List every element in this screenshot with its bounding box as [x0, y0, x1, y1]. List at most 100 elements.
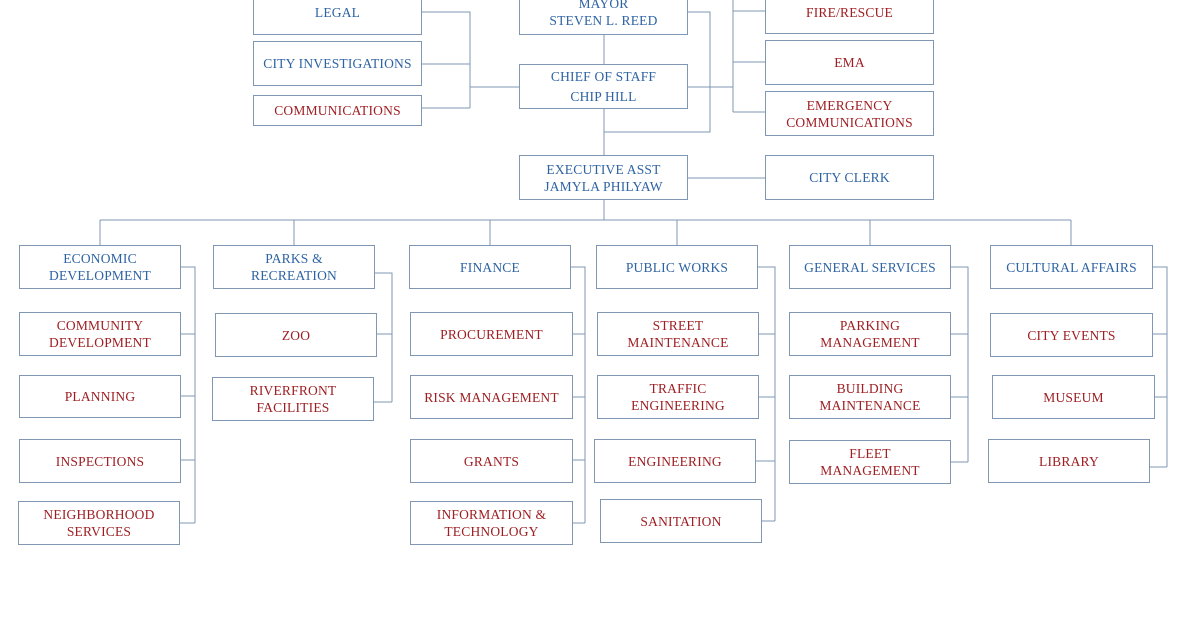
label-line: GRANTS: [463, 453, 520, 469]
box-community-development: COMMUNITY DEVELOPMENT: [19, 312, 181, 356]
box-chief-of-staff: CHIEF OF STAFF CHIP HILL: [519, 64, 688, 109]
box-cultural-affairs: CULTURAL AFFAIRS: [990, 245, 1153, 289]
label-line: PLANNING: [64, 389, 136, 404]
box-finance: FINANCE: [409, 245, 571, 289]
box-fleet-management: FLEET MANAGEMENT: [789, 440, 951, 484]
label-ema: EMA: [834, 55, 865, 70]
box-city-investigations: CITY INVESTIGATIONS: [253, 41, 422, 86]
label-line: FINANCE: [460, 259, 520, 275]
box-city-clerk: CITY CLERK: [765, 155, 934, 200]
label-line: CITY EVENTS: [1027, 327, 1116, 343]
label-line: RISK MANAGEMENT: [424, 389, 559, 405]
connector-cultural-column: [1150, 266, 1168, 468]
box-public-works: PUBLIC WORKS: [596, 245, 758, 289]
label-city-clerk: CITY CLERK: [809, 170, 890, 185]
label-line: MANAGEMENT: [820, 463, 920, 478]
label-exec-title: EXECUTIVE ASST: [546, 161, 661, 177]
connector-parks-column: [374, 272, 393, 403]
label-line: RECREATION: [251, 268, 337, 283]
label-line: SERVICES: [66, 524, 132, 539]
label-line: TECHNOLOGY: [444, 524, 539, 539]
box-legal: LEGAL: [253, 0, 422, 35]
box-inspections: INSPECTIONS: [19, 439, 181, 483]
box-procurement: PROCUREMENT: [410, 312, 573, 356]
box-engineering: ENGINEERING: [594, 439, 756, 483]
box-general-services: GENERAL SERVICES: [789, 245, 951, 289]
box-zoo: ZOO: [215, 313, 377, 357]
box-executive-asst: EXECUTIVE ASST JAMYLA PHILYAW: [519, 155, 688, 200]
label-exec-name: JAMYLA PHILYAW: [544, 178, 663, 194]
emergency-text: EMERGENCY COMMUNICATIONS: [786, 97, 913, 131]
label-line: LIBRARY: [1039, 453, 1099, 469]
label-line: PROCUREMENT: [440, 326, 543, 342]
box-neighborhood-services: NEIGHBORHOOD SERVICES: [18, 501, 180, 545]
label-line: DEVELOPMENT: [49, 268, 151, 283]
label-line: PUBLIC WORKS: [625, 259, 729, 275]
label-line: STREET: [652, 318, 704, 333]
exec-text: EXECUTIVE ASST JAMYLA PHILYAW: [544, 161, 663, 195]
label-line: MUSEUM: [1043, 389, 1104, 405]
connector-mayor-exec: [603, 11, 711, 155]
label-city-investigations: CITY INVESTIGATIONS: [263, 56, 412, 71]
label-line: DEVELOPMENT: [49, 335, 151, 350]
label-line: FLEET: [849, 446, 891, 461]
label-line: ENGINEERING: [631, 398, 725, 413]
box-grants: GRANTS: [410, 439, 573, 483]
label-line: BUILDING: [836, 381, 904, 396]
label-line: INSPECTIONS: [55, 453, 145, 469]
box-planning: PLANNING: [19, 375, 181, 418]
label-fire-rescue: FIRE/RESCUE: [806, 4, 893, 20]
box-information-technology: INFORMATION & TECHNOLOGY: [410, 501, 573, 545]
box-mayor: MAYOR STEVEN L. REED: [519, 0, 688, 35]
label-line: TRAFFIC: [649, 381, 707, 396]
mayor-text: MAYOR STEVEN L. REED: [549, 0, 657, 29]
label-line: ENGINEERING: [628, 453, 722, 469]
label-line: PARKS &: [265, 251, 323, 266]
box-emergency-communications: EMERGENCY COMMUNICATIONS: [765, 91, 934, 136]
box-ema: EMA: [765, 40, 934, 85]
box-museum: MUSEUM: [992, 375, 1155, 419]
label-line: MANAGEMENT: [820, 335, 920, 350]
box-building-maintenance: BUILDING MAINTENANCE: [789, 375, 951, 419]
box-riverfront-facilities: RIVERFRONT FACILITIES: [212, 377, 374, 421]
label-chief-name: CHIP HILL: [570, 89, 637, 104]
label-chief-title: CHIEF OF STAFF: [550, 69, 657, 84]
label-line: CULTURAL AFFAIRS: [1006, 259, 1137, 275]
box-risk-management: RISK MANAGEMENT: [410, 375, 573, 419]
label-mayor-title: MAYOR: [578, 0, 629, 11]
connector-right-staff: [688, 0, 765, 113]
label-mayor-name: STEVEN L. REED: [549, 12, 658, 28]
label-emergency-1: EMERGENCY: [806, 97, 893, 113]
label-line: PARKING: [839, 318, 901, 333]
box-economic-development: ECONOMIC DEVELOPMENT: [19, 245, 181, 289]
label-line: COMMUNITY: [56, 318, 144, 333]
label-line: GENERAL SERVICES: [804, 259, 936, 275]
label-line: ECONOMIC: [63, 251, 137, 266]
label-line: SANITATION: [640, 513, 722, 529]
connector-economic-column: [180, 266, 196, 524]
label-line: MAINTENANCE: [819, 398, 921, 413]
box-parking-management: PARKING MANAGEMENT: [789, 312, 951, 356]
connector-publicworks-column: [756, 266, 776, 522]
label-line: RIVERFRONT: [249, 383, 337, 398]
box-city-events: CITY EVENTS: [990, 313, 1153, 357]
connector-finance-column: [571, 266, 586, 524]
box-traffic-engineering: TRAFFIC ENGINEERING: [597, 375, 759, 419]
label-line: INFORMATION &: [436, 507, 547, 522]
connector-left-staff: [422, 11, 519, 109]
box-library: LIBRARY: [988, 439, 1150, 483]
label-legal: LEGAL: [314, 5, 361, 20]
label-line: ZOO: [281, 327, 311, 343]
box-fire-rescue: FIRE/RESCUE: [765, 0, 934, 34]
box-communications: COMMUNICATIONS: [253, 95, 422, 126]
box-parks-recreation: PARKS & RECREATION: [213, 245, 375, 289]
label-line: NEIGHBORHOOD: [43, 507, 155, 522]
connector-department-bus: [99, 200, 1072, 245]
box-sanitation: SANITATION: [600, 499, 762, 543]
label-line: FACILITIES: [256, 400, 330, 415]
label-emergency-2: COMMUNICATIONS: [786, 114, 913, 130]
chief-text: CHIEF OF STAFF CHIP HILL: [551, 68, 656, 105]
connector-generalservices-column: [951, 266, 969, 463]
